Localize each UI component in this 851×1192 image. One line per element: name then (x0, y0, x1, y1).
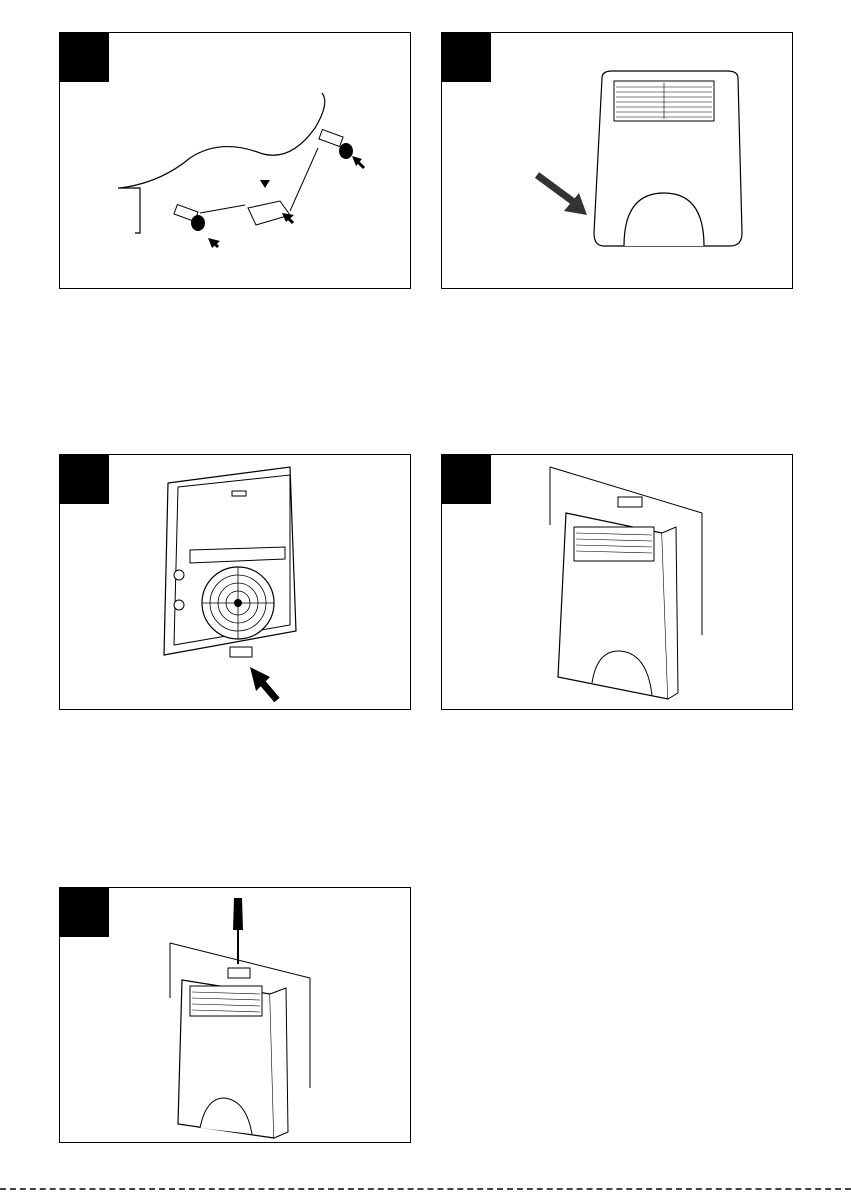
wall-bracket-illustration (60, 33, 412, 290)
step-2-badge (442, 33, 491, 82)
step-3-badge (60, 455, 109, 504)
heater-wall-mount-illustration (442, 455, 794, 711)
step-2-panel (441, 32, 793, 289)
step-4-badge (442, 455, 491, 504)
step-1-panel (59, 32, 411, 289)
step-4-panel (441, 454, 793, 710)
step-3-panel (59, 454, 411, 710)
fan-grille-icon (202, 567, 274, 639)
page-bottom-rule (0, 1188, 851, 1190)
screwdriver-illustration (60, 888, 412, 1144)
step-5-panel (59, 887, 411, 1143)
heater-front-illustration (442, 33, 794, 290)
step-5-badge (60, 888, 109, 937)
screwdriver-icon (233, 898, 243, 964)
heater-rear-illustration (60, 455, 412, 711)
arrow-icon (250, 667, 277, 700)
step-1-badge (60, 33, 109, 82)
arrow-icon (537, 175, 587, 215)
